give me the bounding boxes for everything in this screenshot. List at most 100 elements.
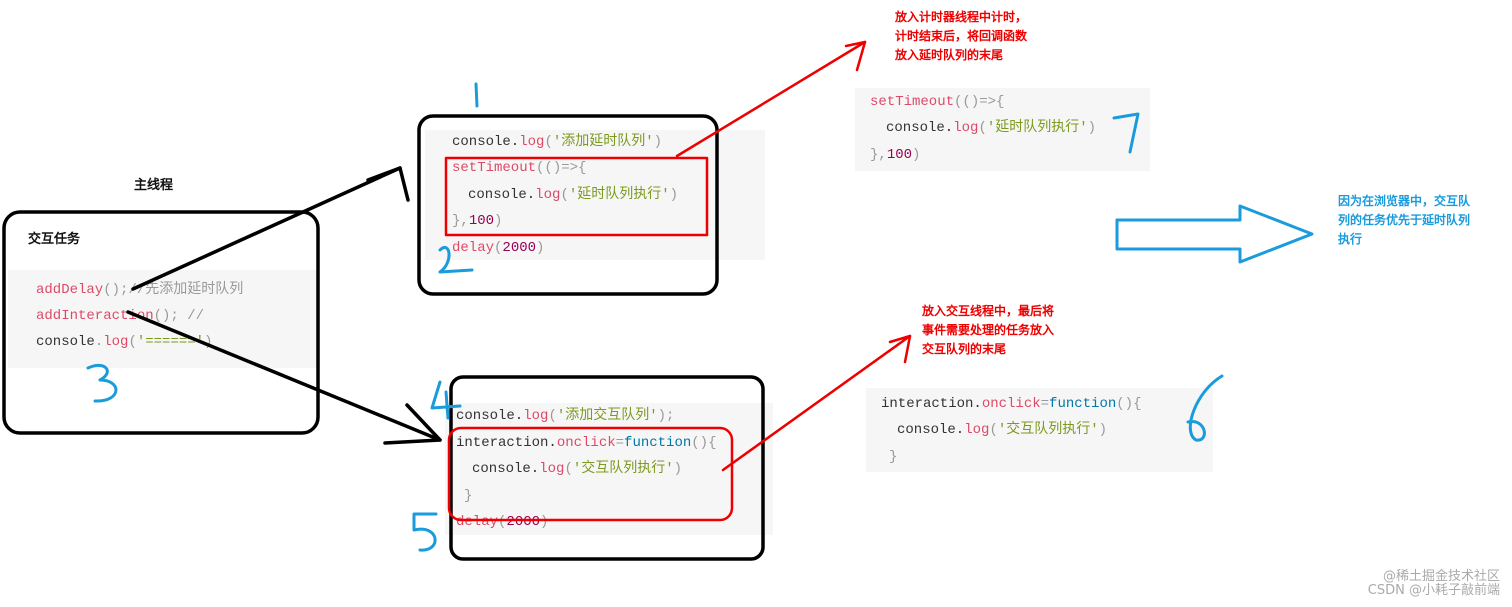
- code-punct: (: [564, 461, 573, 477]
- code-string: '添加交互队列': [556, 408, 658, 424]
- code-punct: (: [548, 408, 557, 424]
- arrow-to-delay: [131, 166, 402, 291]
- code-punct: (: [544, 134, 553, 150]
- code-punct: ();: [103, 282, 129, 298]
- code-obj: console: [36, 334, 95, 350]
- code-keyword: function: [624, 435, 692, 451]
- watermark-line-2: CSDN @小耗子敲前端: [1367, 583, 1500, 598]
- arrow-to-interaction: [126, 310, 442, 442]
- interaction-code-block: console.log('添加交互队列'); interaction.oncli…: [445, 403, 773, 535]
- code-fn: setTimeout: [452, 160, 537, 176]
- code-punct: ): [912, 147, 921, 163]
- conclusion-note: 因为在浏览器中，交互队列的任务优先于延时队列执行: [1338, 194, 1471, 246]
- code-punct: ): [536, 240, 545, 256]
- code-fn: log: [103, 334, 129, 350]
- watermark-line-1: @稀土掘金技术社区: [1382, 569, 1500, 584]
- code-punct: ): [653, 134, 663, 150]
- code-fn: onclick: [556, 435, 616, 451]
- code-punct: ): [494, 213, 503, 229]
- step-number-3: [86, 363, 118, 403]
- code-fn: onclick: [981, 396, 1041, 412]
- code-punct: (: [494, 240, 503, 256]
- delay-code-block: console.log('添加延时队列') setTimeout(()=>{ c…: [425, 130, 765, 260]
- code-punct: ): [673, 461, 683, 477]
- code-obj: console.: [897, 422, 965, 438]
- code-punct: ): [1098, 422, 1108, 438]
- big-right-arrow: [1115, 204, 1314, 264]
- code-punct: (: [978, 120, 987, 136]
- code-punct: (: [498, 514, 507, 530]
- main-thread-title: 主线程: [134, 178, 174, 193]
- step-number-1: [474, 82, 479, 108]
- code-fn: delay: [456, 514, 499, 530]
- code-punct: (: [128, 334, 137, 350]
- settimeout-highlight: [444, 156, 709, 237]
- code-punct: (()=>{: [954, 94, 1005, 110]
- code-fn: addInteraction: [36, 308, 154, 324]
- arrow-to-interaction-queue: [721, 334, 912, 472]
- interaction-box: [449, 375, 765, 561]
- interaction-thread-note: 放入交互线程中，最后将事件需要处理的任务放入交互队列的末尾: [922, 304, 1055, 356]
- watermark: @稀土掘金技术社区 CSDN @小耗子敲前端: [1310, 570, 1500, 598]
- code-number: 100: [468, 213, 495, 229]
- step-number-5: [412, 512, 438, 552]
- interaction-queue-code-block: interaction.onclick=function(){ console.…: [866, 388, 1213, 472]
- code-comment: //先添加延时队列: [128, 282, 244, 298]
- code-number: 2000: [502, 240, 537, 256]
- code-fn: log: [953, 120, 979, 136]
- code-punct: (); //: [153, 308, 205, 324]
- code-number: 2000: [506, 514, 541, 530]
- main-thread-box: [2, 210, 320, 435]
- arrow-to-timer: [675, 40, 867, 158]
- code-obj: console.: [472, 461, 540, 477]
- code-obj: console.: [452, 134, 520, 150]
- code-obj: interaction.: [881, 396, 982, 412]
- code-punct: }: [889, 449, 898, 465]
- arrow-head: [844, 40, 867, 72]
- timer-thread-note: 放入计时器线程中计时，计时结束后，将回调函数放入延时队列的末尾: [895, 10, 1028, 62]
- code-punct: .: [94, 334, 104, 350]
- delay-box: [417, 114, 719, 296]
- code-obj: console.: [886, 120, 954, 136]
- code-string: '交互队列执行': [997, 422, 1099, 438]
- code-number: 100: [886, 147, 913, 163]
- code-string: '交互队列执行': [572, 461, 674, 477]
- code-punct: ): [204, 334, 213, 350]
- code-punct: ): [669, 187, 679, 203]
- code-punct: },: [452, 213, 469, 229]
- step-number-4: [430, 380, 462, 420]
- code-fn: log: [964, 422, 990, 438]
- code-string: '延时队列执行': [568, 187, 670, 203]
- code-punct: =: [615, 435, 625, 451]
- code-obj: interaction.: [456, 435, 557, 451]
- code-punct: },: [870, 147, 887, 163]
- code-obj: console.: [468, 187, 536, 203]
- code-punct: );: [657, 408, 675, 424]
- code-punct: (: [989, 422, 998, 438]
- code-punct: (: [560, 187, 569, 203]
- code-fn: log: [535, 187, 561, 203]
- code-string: '延时队列执行': [986, 120, 1088, 136]
- code-fn: addDelay: [36, 282, 104, 298]
- main-thread-code: addDelay();//先添加延时队列 addInteraction(); /…: [8, 270, 320, 368]
- code-punct: (){: [691, 435, 717, 451]
- code-punct: ): [540, 514, 549, 530]
- code-fn: setTimeout: [870, 94, 955, 110]
- step-number-7: [1112, 112, 1140, 154]
- step-number-2: [438, 246, 474, 274]
- code-obj: console.: [456, 408, 524, 424]
- code-punct: ): [1087, 120, 1097, 136]
- code-string: '添加延时队列': [552, 134, 654, 150]
- timer-code-block: setTimeout(()=>{ console.log('延时队列执行') }…: [855, 88, 1150, 171]
- code-fn: log: [539, 461, 565, 477]
- arrow-head: [888, 334, 912, 364]
- arrow-head: [383, 403, 442, 445]
- code-punct: =: [1040, 396, 1050, 412]
- arrow-head: [366, 166, 410, 202]
- code-keyword: function: [1049, 396, 1117, 412]
- code-punct: (()=>{: [536, 160, 587, 176]
- step-number-6: [1186, 374, 1224, 442]
- code-punct: }: [464, 488, 473, 504]
- code-fn: delay: [452, 240, 495, 256]
